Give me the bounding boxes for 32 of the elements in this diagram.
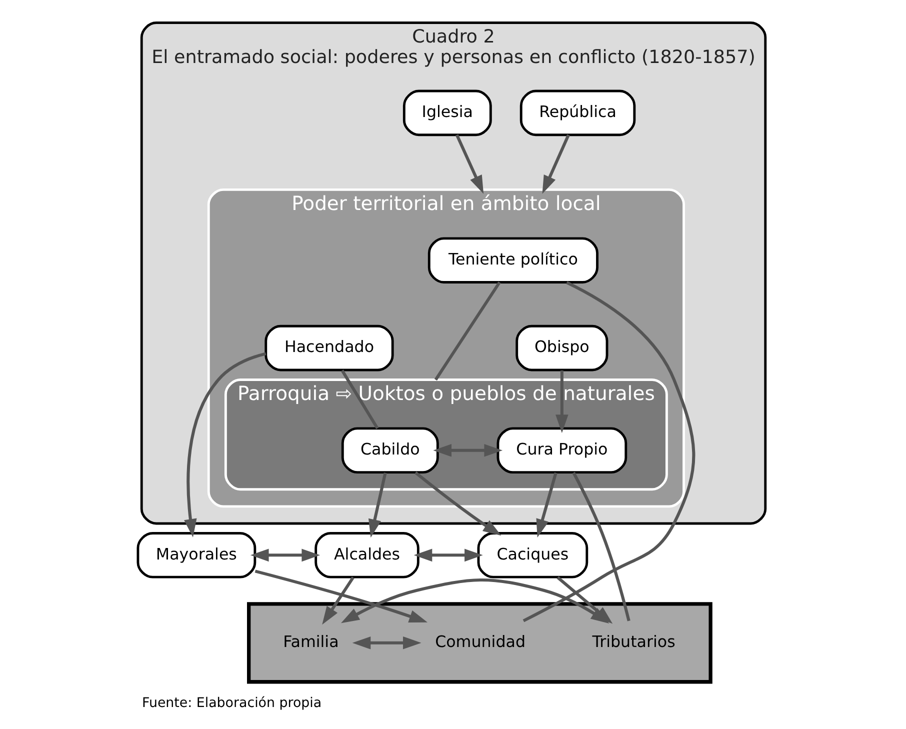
arrow bbox=[250, 548, 320, 562]
arrow bbox=[454, 134, 484, 194]
arrow bbox=[368, 472, 386, 538]
arrow bbox=[184, 352, 266, 538]
arrow bbox=[555, 370, 568, 433]
arrow bbox=[413, 548, 482, 562]
node-box: Mayorales bbox=[136, 532, 256, 578]
node-box: Hacendado bbox=[264, 324, 394, 372]
arrow bbox=[322, 576, 354, 625]
node-text: Familia bbox=[282, 632, 338, 652]
caption: Fuente: Elaboración propia bbox=[141, 696, 322, 712]
connector bbox=[522, 281, 695, 622]
node-box: República bbox=[519, 90, 636, 136]
node-text: Tributarios bbox=[592, 632, 675, 652]
node-box: Cabildo bbox=[340, 427, 438, 474]
arrow bbox=[254, 570, 428, 622]
arrow bbox=[340, 578, 609, 624]
node-box: Alcaldes bbox=[314, 532, 419, 578]
node-box: Cura Propio bbox=[496, 427, 627, 474]
node-box: Iglesia bbox=[402, 90, 492, 136]
connector bbox=[340, 370, 378, 430]
node-box: Obispo bbox=[515, 324, 608, 372]
connector bbox=[434, 282, 500, 381]
arrow bbox=[536, 472, 557, 538]
node-box: Teniente político bbox=[427, 237, 598, 284]
cluster bbox=[246, 602, 712, 684]
arrow bbox=[352, 636, 421, 650]
arrow bbox=[432, 444, 502, 457]
arrow bbox=[414, 471, 501, 536]
node-box: Caciques bbox=[476, 532, 588, 578]
node-text: Comunidad bbox=[434, 632, 526, 652]
arrow bbox=[542, 134, 570, 194]
